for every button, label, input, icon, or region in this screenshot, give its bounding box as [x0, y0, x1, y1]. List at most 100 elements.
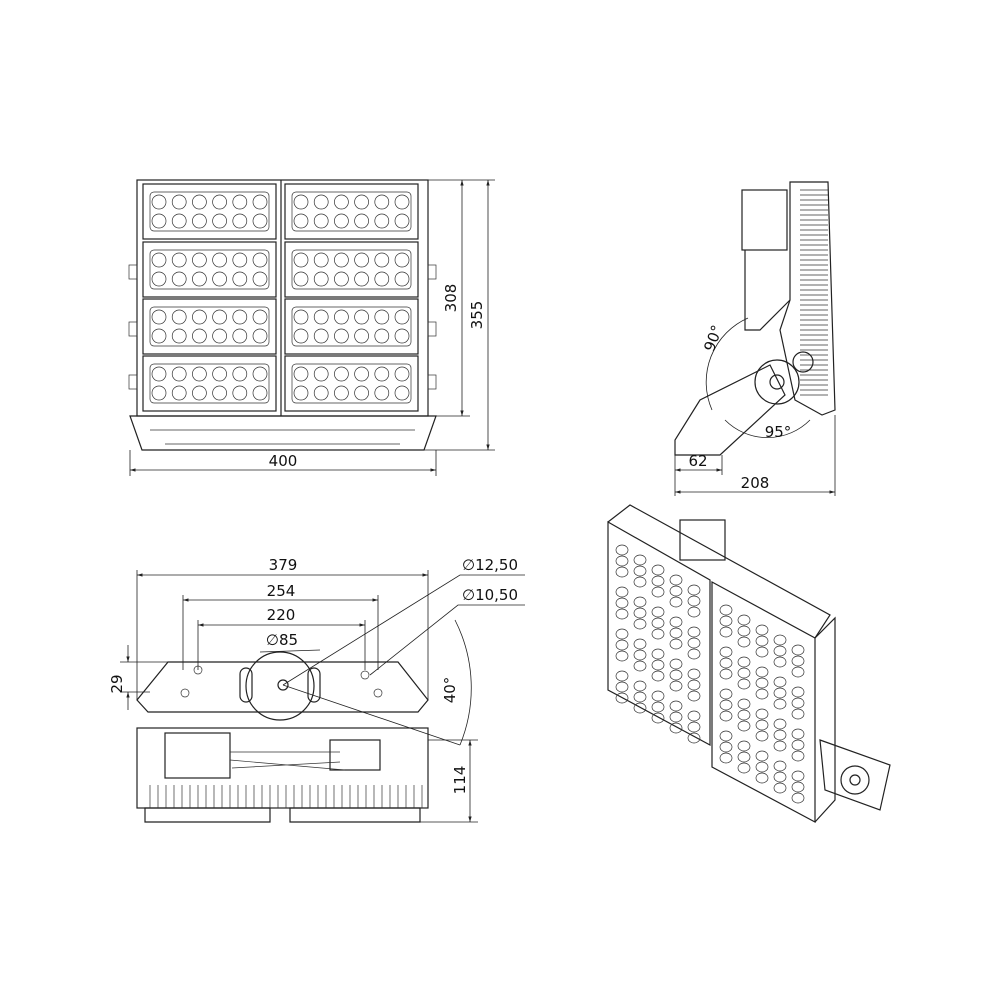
led — [334, 366, 349, 382]
led — [615, 597, 629, 609]
led — [313, 328, 329, 344]
led — [313, 213, 329, 229]
dimension-29: 29 — [108, 674, 126, 693]
led — [313, 385, 329, 401]
bottom-view: 379 254 220 ∅85 ∅12,50 ∅10,50 29 40° 114 — [108, 556, 525, 823]
led — [737, 698, 751, 710]
led — [615, 628, 629, 640]
led — [791, 792, 805, 804]
led — [651, 690, 665, 702]
led — [615, 608, 629, 620]
led — [252, 213, 268, 229]
led — [737, 614, 751, 626]
led — [171, 194, 187, 210]
led — [394, 366, 410, 382]
led — [252, 252, 268, 268]
led — [212, 328, 227, 344]
led — [755, 624, 769, 636]
led — [719, 741, 733, 753]
led — [687, 606, 701, 618]
dimension-254: 254 — [267, 582, 296, 600]
led — [755, 635, 769, 647]
led — [687, 721, 701, 733]
led — [151, 194, 167, 210]
led — [791, 781, 805, 793]
dimension-208: 208 — [741, 474, 770, 492]
led — [687, 668, 701, 680]
led — [669, 638, 683, 650]
led — [192, 271, 207, 287]
isometric-view — [607, 504, 891, 824]
led — [192, 213, 207, 229]
led — [755, 730, 769, 742]
led — [615, 650, 629, 662]
led — [633, 576, 647, 588]
led — [212, 194, 227, 210]
led — [737, 625, 751, 637]
led — [755, 761, 769, 773]
led-module — [142, 241, 277, 298]
led — [755, 666, 769, 678]
led — [212, 309, 227, 325]
led — [252, 366, 268, 382]
side-view: 90° 95° 62 208 — [674, 181, 836, 496]
led — [633, 554, 647, 566]
led — [773, 656, 787, 668]
led — [293, 366, 309, 382]
led — [737, 667, 751, 679]
led — [374, 194, 390, 210]
dimension-355: 355 — [468, 301, 486, 330]
led — [334, 309, 349, 325]
led — [374, 213, 390, 229]
led — [334, 194, 349, 210]
led-module — [142, 183, 277, 240]
led — [687, 584, 701, 596]
led — [773, 771, 787, 783]
led — [719, 604, 733, 616]
led — [687, 637, 701, 649]
led — [334, 213, 349, 229]
led — [719, 688, 733, 700]
dimension-400: 400 — [269, 452, 298, 470]
led — [354, 213, 369, 229]
led — [171, 271, 187, 287]
led — [669, 700, 683, 712]
led — [232, 252, 248, 268]
led-module — [142, 298, 277, 355]
led — [151, 385, 167, 401]
led — [293, 271, 309, 287]
led — [669, 722, 683, 734]
led — [651, 586, 665, 598]
led — [394, 385, 410, 401]
led — [651, 564, 665, 576]
led — [374, 252, 390, 268]
led — [334, 385, 349, 401]
led — [354, 271, 369, 287]
led — [669, 616, 683, 628]
led — [232, 385, 248, 401]
led — [394, 252, 410, 268]
led — [669, 585, 683, 597]
led — [687, 710, 701, 722]
led — [737, 656, 751, 668]
led — [252, 309, 268, 325]
led — [773, 718, 787, 730]
led — [212, 213, 227, 229]
led — [737, 762, 751, 774]
led — [719, 730, 733, 742]
angle-40: 40° — [441, 677, 459, 704]
led — [633, 638, 647, 650]
led — [374, 271, 390, 287]
led — [755, 772, 769, 784]
led — [212, 366, 227, 382]
led — [669, 711, 683, 723]
led — [151, 366, 167, 382]
led — [354, 328, 369, 344]
led — [633, 660, 647, 672]
led — [394, 213, 410, 229]
led-module — [284, 241, 419, 298]
led — [354, 309, 369, 325]
led — [394, 309, 410, 325]
led — [171, 309, 187, 325]
led — [669, 658, 683, 670]
